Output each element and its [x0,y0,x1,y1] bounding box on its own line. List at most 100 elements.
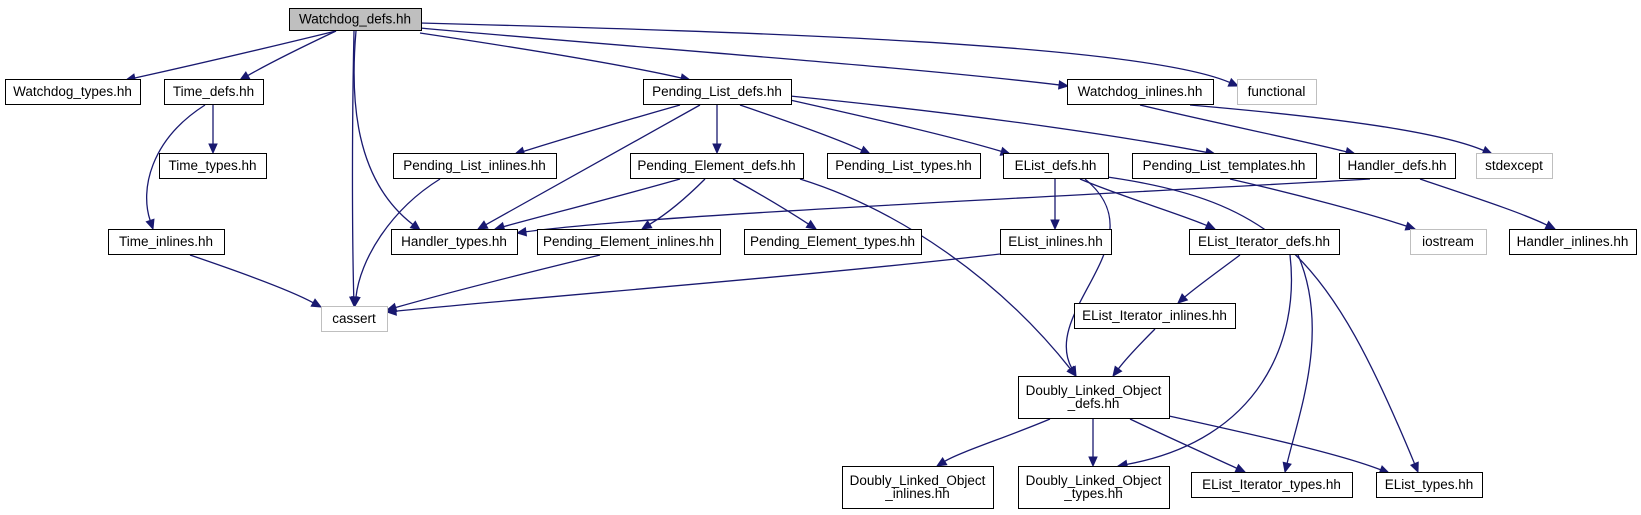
node-watchdog-types[interactable]: Watchdog_types.hh [5,79,141,105]
node-elist-iterator-types[interactable]: EList_Iterator_types.hh [1191,472,1353,498]
node-box [1132,153,1317,179]
edge-time_defs-to-time_types [208,105,218,155]
node-handler-defs[interactable]: Handler_defs.hh [1339,153,1456,179]
edge-line [789,95,1207,153]
node-stdexcept[interactable]: stdexcept [1476,153,1553,179]
arrowhead [1177,293,1189,304]
arrowhead [1282,461,1292,474]
edge-elist_inlines-to-cassert [385,253,1001,316]
node-box [1237,79,1317,105]
node-label: Handler_defs.hh [1347,158,1446,173]
edge-line [1079,178,1207,227]
node-cassert[interactable]: cassert [321,306,388,332]
edge-pending_list_defs-to-pending_element_defs [712,104,722,155]
arrowhead [385,306,397,316]
edge-line [134,30,337,79]
edge-watchdog_defs-to-watchdog_types [124,30,337,83]
node-box [5,79,141,105]
node-pending-list-types[interactable]: Pending_List_types.hh [827,153,981,179]
edge-line [1419,178,1548,226]
node-box [1018,376,1170,419]
node-label: Pending_List_templates.hh [1143,158,1306,173]
edge-line [247,30,337,77]
node-label: stdexcept [1485,158,1543,173]
node-time-defs[interactable]: Time_defs.hh [164,79,264,105]
edge-pending_list_defs-to-pending_list_types [739,104,872,155]
node-handler-inlines[interactable]: Handler_inlines.hh [1509,229,1637,255]
node-elist-iterator-inlines[interactable]: EList_Iterator_inlines.hh [1074,303,1236,329]
node-elist-iterator-defs[interactable]: EList_Iterator_defs.hh [1189,229,1340,255]
edge-time_inlines-to-cassert [189,254,323,308]
node-pending-element-inlines[interactable]: Pending_Element_inlines.hh [537,229,721,255]
node-pending-list-defs[interactable]: Pending_List_defs.hh [643,79,792,105]
arrowhead [310,298,323,308]
node-label: Pending_List_inlines.hh [403,158,546,173]
arrowhead [1234,463,1247,473]
node-elist-types[interactable]: EList_types.hh [1376,472,1483,498]
node-label: Doubly_Linked_Object [1026,473,1162,488]
node-functional[interactable]: functional [1237,79,1317,105]
edge-elist_defs-to-elist_inlines [1050,178,1060,231]
node-pending-list-templates[interactable]: Pending_List_templates.hh [1132,153,1317,179]
arrowhead [1404,221,1417,231]
edge-pending_element_defs-to-pending_element_types [732,178,818,230]
node-dlo-defs[interactable]: Doubly_Linked_Object_defs.hh [1018,376,1170,419]
node-pending-list-inlines[interactable]: Pending_List_inlines.hh [393,153,557,179]
edge-line [1065,178,1111,369]
node-box [1189,229,1340,255]
node-label: Pending_Element_defs.hh [637,158,795,173]
node-pending-element-types[interactable]: Pending_Element_types.hh [744,229,922,255]
edge-line [732,178,809,225]
node-box [393,153,557,179]
node-time-types[interactable]: Time_types.hh [159,153,267,179]
edge-handler_defs-to-handler_types [515,178,1371,237]
arrowhead [351,296,361,308]
node-label: Time_types.hh [168,158,256,173]
node-elist-inlines[interactable]: EList_inlines.hh [1000,229,1112,255]
edge-layer [124,22,1557,475]
node-box [1410,229,1487,255]
node-handler-types[interactable]: Handler_types.hh [391,229,518,255]
edge-line [649,178,706,225]
edge-watchdog_inlines-to-handler_defs [1139,104,1357,157]
node-box [744,229,922,255]
edge-line [419,27,1060,86]
edge-line [1184,254,1241,298]
edge-line [485,104,701,226]
edge-line [789,99,1002,153]
node-box [289,8,422,31]
edge-line [523,104,681,152]
node-label: Doubly_Linked_Object [1026,383,1162,398]
edge-watchdog_defs-to-time_defs [238,30,337,81]
edge-line [525,178,1371,233]
edge-line [1168,415,1381,471]
node-watchdog-defs[interactable]: Watchdog_defs.hh [289,8,422,31]
node-box [842,466,994,509]
edge-line [1229,178,1407,227]
edge-watchdog_defs-to-cassert [348,30,359,308]
node-box [1191,472,1353,498]
node-label: Handler_inlines.hh [1517,234,1629,249]
node-label: Pending_List_types.hh [835,158,972,173]
edge-handler_defs-to-handler_inlines [1419,178,1557,230]
node-box [537,229,721,255]
edge-line [351,30,355,298]
node-elist-defs[interactable]: EList_defs.hh [1003,153,1109,179]
node-iostream[interactable]: iostream [1410,229,1487,255]
node-box [321,306,388,332]
node-watchdog-inlines[interactable]: Watchdog_inlines.hh [1067,79,1214,105]
node-time-inlines[interactable]: Time_inlines.hh [108,229,225,255]
arrowhead [1409,461,1419,474]
node-label: functional [1248,84,1306,99]
node-pending-element-defs[interactable]: Pending_Element_defs.hh [630,153,804,179]
node-box [643,79,792,105]
edge-line [1286,254,1313,464]
node-box [630,153,804,179]
edge-line [353,30,414,226]
node-dlo-types[interactable]: Doubly_Linked_Object_types.hh [1018,466,1170,509]
arrowhead [712,143,722,155]
node-label: EList_Iterator_defs.hh [1198,234,1330,249]
node-dlo-inlines[interactable]: Doubly_Linked_Object_inlines.hh [842,466,994,509]
node-box [1018,466,1170,509]
node-label: EList_Iterator_inlines.hh [1082,308,1227,323]
